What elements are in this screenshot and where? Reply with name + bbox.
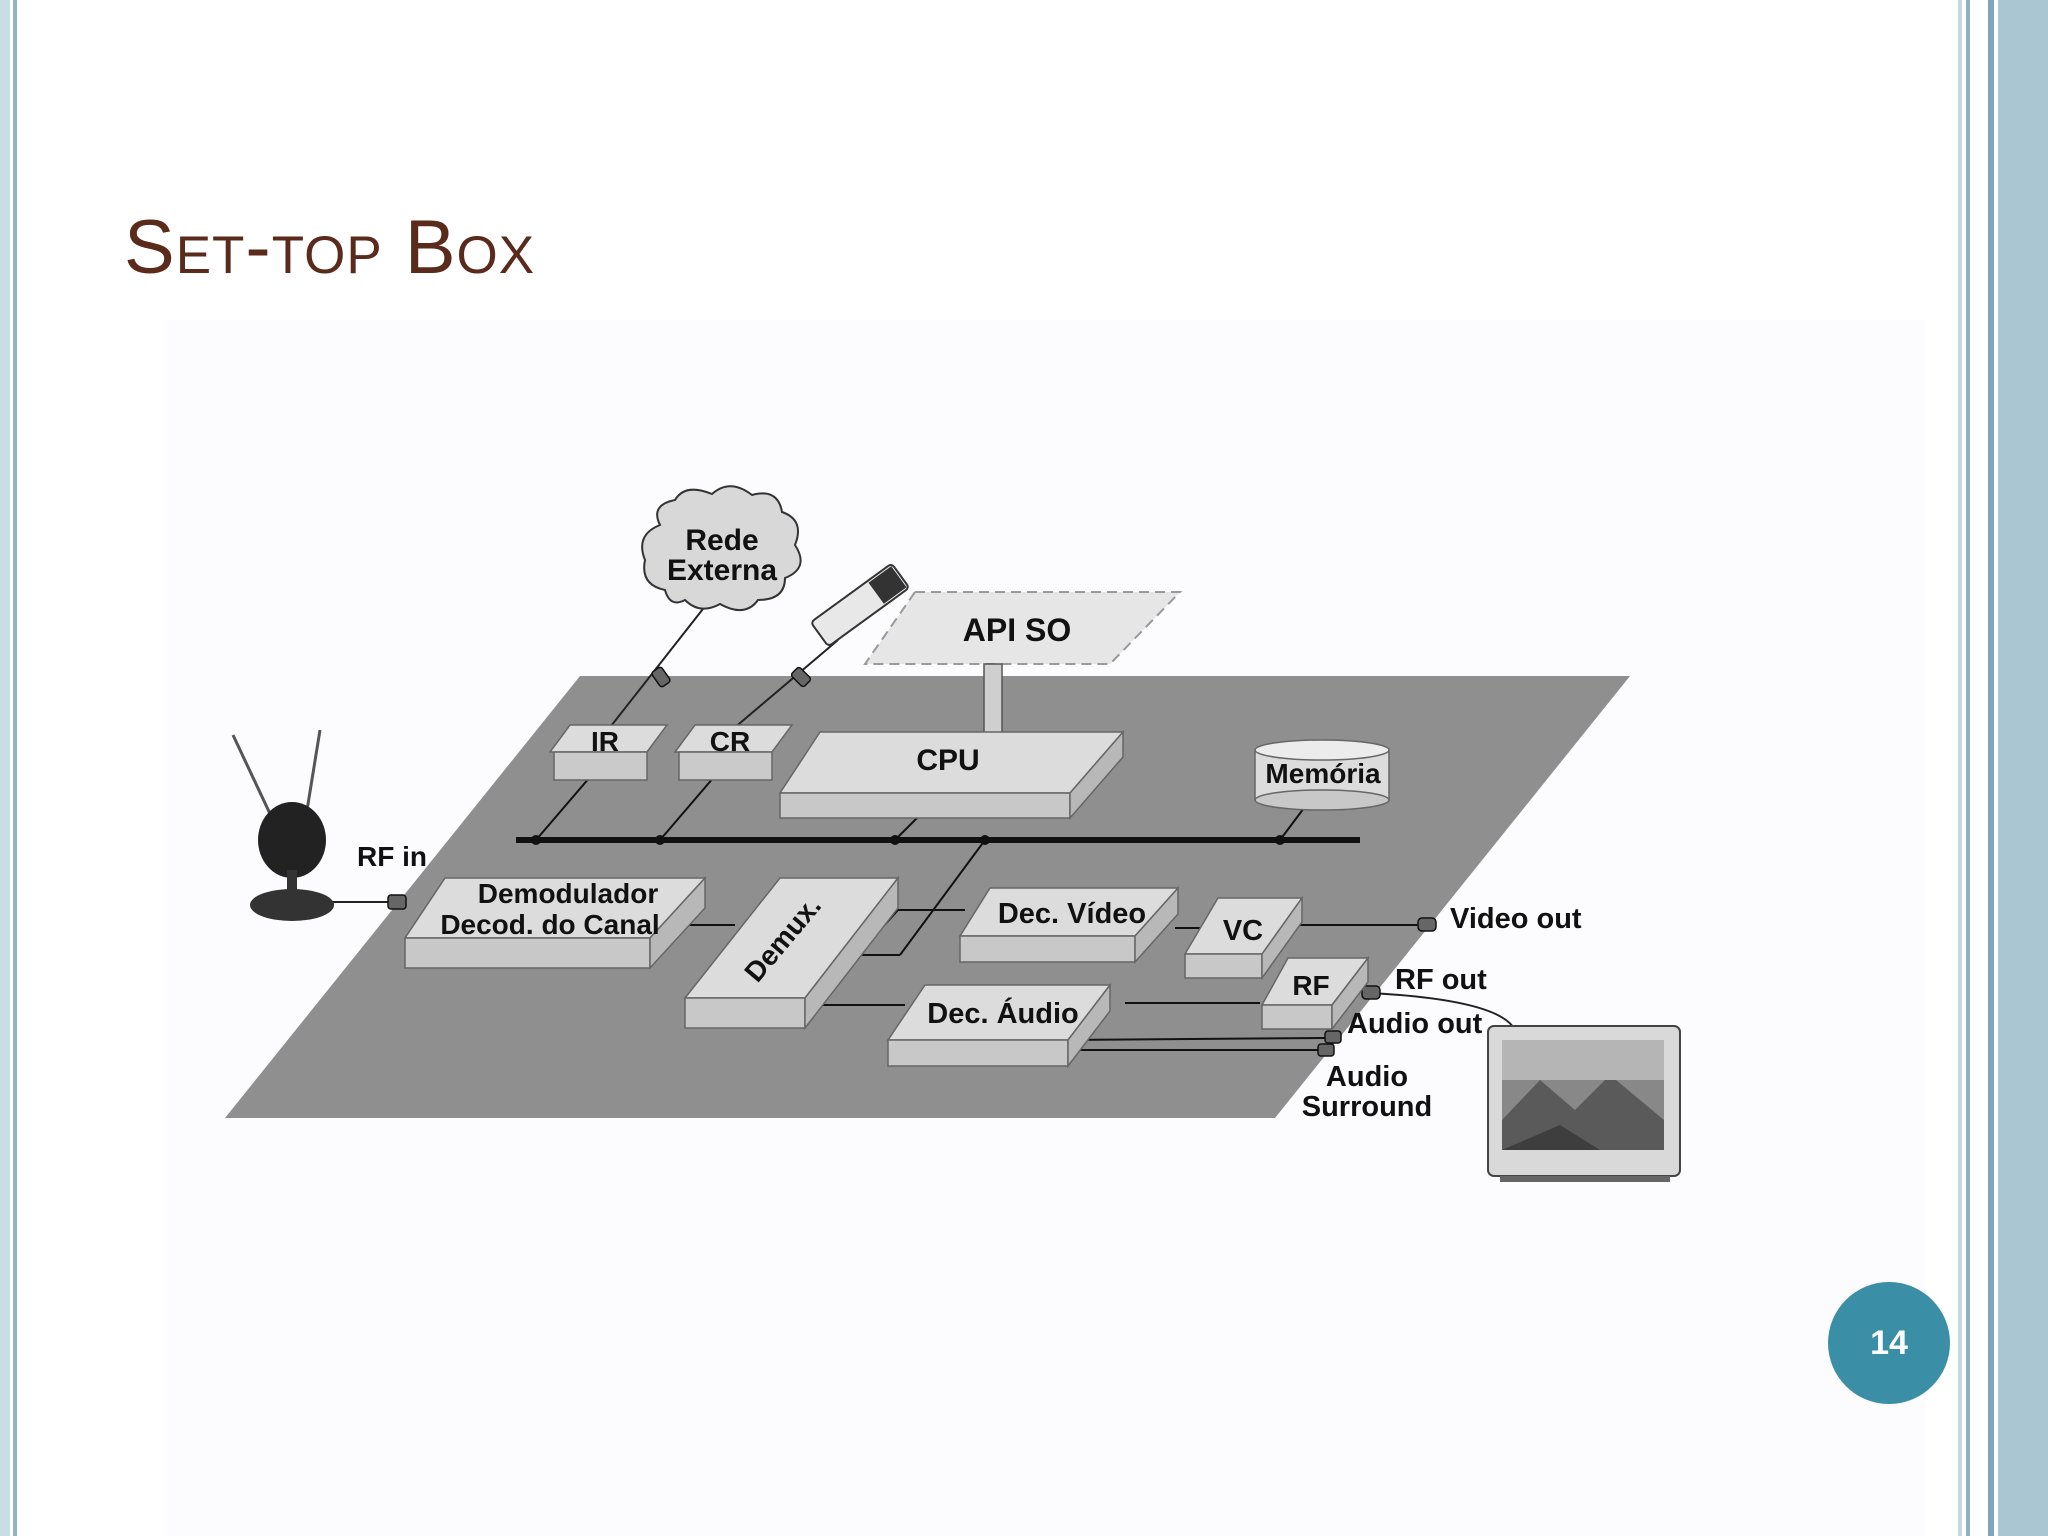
dec-video-box-side	[1134, 886, 1179, 964]
audio-surround-label-line1: Audio	[1326, 1061, 1408, 1093]
ir-label: IR	[591, 726, 619, 757]
cpu-box	[779, 792, 1071, 819]
rf-label: RF	[1292, 970, 1329, 1001]
bus-nodes	[531, 835, 1285, 845]
dec-audio-box	[887, 1039, 1069, 1067]
ir-box	[553, 751, 648, 781]
left-border-decoration	[0, 0, 26, 1536]
vc-box-side	[1261, 895, 1303, 981]
bus-connectors	[535, 769, 1420, 1051]
slide-title: Set-top Box	[124, 205, 536, 290]
demodulator-label-line1: Demodulador	[478, 878, 659, 909]
demodulator-box	[404, 937, 651, 969]
memory-label: Memória	[1265, 758, 1381, 789]
television-icon	[1487, 1025, 1681, 1182]
api-so-box	[863, 591, 1183, 665]
page-number-badge: 14	[1828, 1282, 1950, 1404]
antenna-icon	[231, 729, 334, 921]
rf-out-label: RF out	[1395, 964, 1487, 996]
smart-card-icon	[811, 564, 909, 646]
demodulator-label-line2: Decod. do Canal	[440, 909, 659, 940]
demodulator-box-side	[649, 876, 706, 970]
demux-box	[684, 997, 806, 1029]
dec-audio-box-side	[1067, 982, 1111, 1069]
rf-box-side	[1331, 955, 1369, 1032]
dec-video-label: Dec. Vídeo	[998, 898, 1146, 930]
vc-box	[1184, 953, 1263, 979]
audio-surround-label-line2: Surround	[1302, 1091, 1433, 1123]
cloud-label-line1: Rede	[685, 524, 758, 557]
audio-out-label: Audio out	[1347, 1008, 1483, 1040]
video-out-label: Video out	[1450, 903, 1582, 935]
dec-audio-label: Dec. Áudio	[927, 996, 1078, 1030]
cloud-label-line2: Externa	[667, 554, 777, 587]
cr-label: CR	[710, 726, 750, 757]
rf-in-label: RF in	[357, 841, 427, 872]
cable-connectors	[387, 666, 1437, 1057]
memory-cylinder	[1254, 739, 1390, 811]
cr-box	[678, 751, 773, 781]
rf-box	[1261, 1004, 1333, 1030]
cpu-box-side	[1069, 729, 1124, 821]
cpu-label: CPU	[916, 744, 979, 777]
api-so-label: API SO	[963, 612, 1071, 648]
vc-label: VC	[1223, 915, 1263, 947]
demux-box-side	[804, 875, 899, 1031]
dec-video-box	[959, 935, 1136, 963]
cloud-icon	[641, 485, 802, 611]
right-border-decoration	[1958, 0, 2048, 1536]
